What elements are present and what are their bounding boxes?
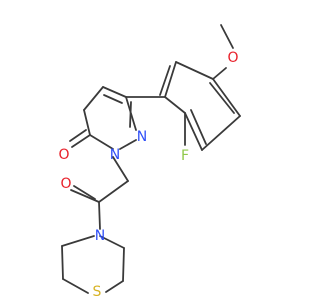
bonds (61, 24, 241, 294)
ring-carbonyl-oxygen-label: O (58, 147, 69, 163)
amide-nitrogen-label: N (95, 228, 105, 244)
ring-nitrogen-n2-label: N (137, 129, 147, 145)
atom-labels: O F O N N O N S (58, 50, 238, 300)
molecule-structure: O F O N N O N S (58, 24, 241, 300)
fluorine-label: F (181, 148, 189, 164)
ring-nitrogen-n1-label: N (110, 147, 120, 163)
methoxy-oxygen-label: O (227, 50, 238, 66)
amide-oxygen-label: O (60, 176, 71, 192)
sulfur-label: S (93, 284, 102, 300)
